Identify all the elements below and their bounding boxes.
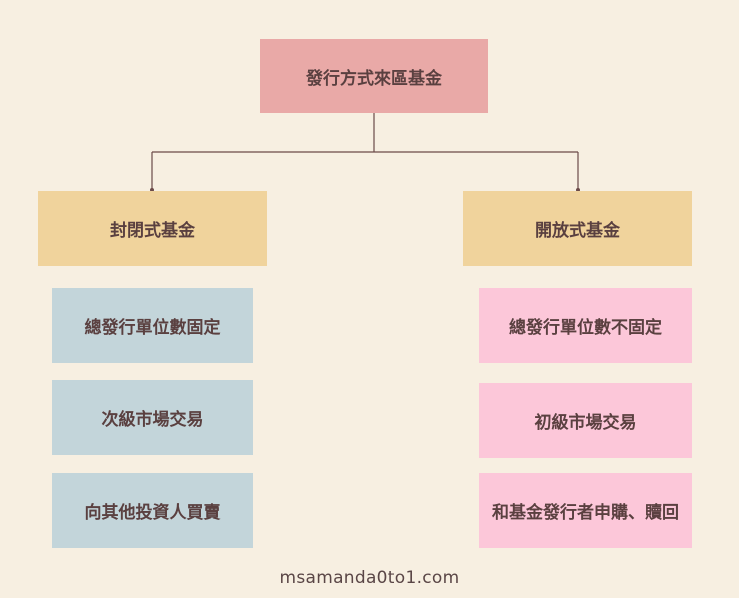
closed-feature-market: 次級市場交易 [52,380,253,455]
open-feature-units-label: 總發行單位數不固定 [509,318,662,338]
site-footer: msamanda0to1.com [279,568,460,588]
root-label: 發行方式來區基金 [306,68,442,89]
closed-feature-units-label: 總發行單位數固定 [84,318,221,338]
closed-feature-market-label: 次級市場交易 [101,410,204,430]
root-node: 發行方式來區基金 [260,39,488,113]
closed-feature-units: 總發行單位數固定 [52,288,253,363]
open-feature-trade: 和基金發行者申購、贖回 [479,473,692,548]
closed-fund-node: 封閉式基金 [38,191,267,266]
open-feature-market: 初級市場交易 [479,383,692,458]
open-feature-trade-label: 和基金發行者申購、贖回 [492,503,679,523]
open-feature-market-label: 初級市場交易 [534,413,637,433]
open-feature-units: 總發行單位數不固定 [479,288,692,363]
closed-fund-label: 封閉式基金 [110,221,195,241]
open-fund-label: 開放式基金 [535,221,620,241]
closed-feature-trade: 向其他投資人買賣 [52,473,253,548]
open-fund-node: 開放式基金 [463,191,692,266]
closed-feature-trade-label: 向其他投資人買賣 [84,503,221,523]
